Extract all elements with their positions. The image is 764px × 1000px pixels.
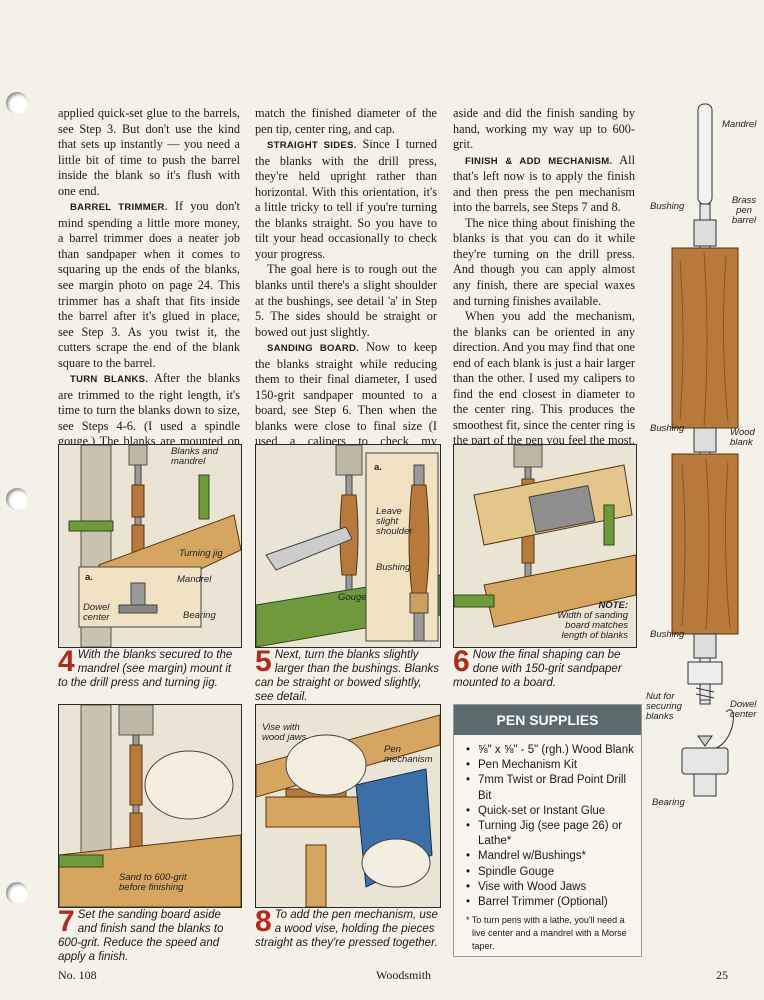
- supply-item: Spindle Gouge: [466, 865, 641, 880]
- pen-supplies-title: PEN SUPPLIES: [454, 705, 641, 735]
- supply-item: Quick-set or Instant Glue: [466, 804, 641, 819]
- supply-item: 7mm Twist or Brad Point Drill Bit: [466, 773, 641, 803]
- supply-item: Turning Jig (see page 26) or Lathe*: [466, 819, 641, 849]
- caption-text: Next, turn the blanks slightly larger th…: [255, 649, 439, 703]
- step-number: 6: [453, 645, 470, 678]
- label-turning-jig: Turning jig: [179, 548, 223, 559]
- label-blanks-mandrel: Blanks and mandrel: [171, 446, 219, 467]
- label-leave-shoulder: Leave slight shoulder: [376, 506, 413, 537]
- paragraph: aside and did the finish sanding by hand…: [453, 106, 635, 152]
- pen-supplies-box: PEN SUPPLIES ⅝" x ⅝" - 5" (rgh.) Wood Bl…: [453, 704, 642, 957]
- label-bushing-bottom: Bushing: [650, 629, 685, 640]
- step-number: 4: [58, 645, 75, 678]
- paragraph-text: If you don't mind spending a little more…: [58, 199, 240, 370]
- label-bushing: Bushing: [376, 562, 411, 573]
- step-number: 7: [58, 905, 75, 938]
- margin-mandrel-illustration: Mandrel Bushing Brass pen barrel Bushing…: [646, 100, 764, 820]
- paragraph: match the finished diameter of the pen t…: [255, 106, 437, 136]
- label-detail-a: a.: [374, 462, 382, 473]
- paragraph: When you add the mechanism, the blanks c…: [453, 309, 635, 465]
- label-bushing-top: Bushing: [650, 201, 685, 212]
- paragraph: applied quick-set glue to the barrels, s…: [58, 106, 240, 198]
- note-title: NOTE:: [598, 600, 628, 611]
- step-5-drawing: [256, 445, 440, 647]
- caption-text: Now the final shaping can be done with 1…: [453, 649, 622, 689]
- run-in-head: BARREL TRIMMER.: [70, 202, 168, 214]
- run-in-head: TURN BLANKS.: [70, 374, 149, 386]
- step-8-illustration: Vise with wood jaws Pen mechanism: [255, 704, 441, 908]
- paragraph-text: All that's left now is to apply the fini…: [453, 152, 635, 215]
- run-in-head: SANDING BOARD.: [267, 343, 360, 355]
- step-6-illustration: NOTE: Width of sanding board matches len…: [453, 444, 637, 648]
- run-in-head: STRAIGHT SIDES.: [267, 140, 357, 152]
- supply-item: Vise with Wood Jaws: [466, 880, 641, 895]
- step-4-drawing: [59, 445, 241, 647]
- label-mandrel: Mandrel: [722, 119, 757, 130]
- binder-hole-bottom: [6, 882, 28, 904]
- issue-number: No. 108: [58, 968, 97, 982]
- magazine-name: Woodsmith: [376, 968, 432, 982]
- label-pen-mechanism: Pen mechanism: [384, 744, 433, 765]
- caption-text: With the blanks secured to the mandrel (…: [58, 649, 233, 689]
- supply-item: Barrel Trimmer (Optional): [466, 895, 641, 910]
- step-7-drawing: [59, 705, 241, 907]
- label-nut: Nut for securing blanks: [646, 691, 682, 722]
- label-dowel-center: Dowel center: [83, 602, 110, 623]
- step-number: 8: [255, 905, 272, 938]
- caption-text: To add the pen mechanism, use a wood vis…: [255, 909, 438, 949]
- label-mandrel: Mandrel: [177, 574, 212, 585]
- supplies-footnote: * To turn pens with a lathe, you'll need…: [466, 915, 627, 952]
- step-5-illustration: a. Leave slight shoulder Bushing Gouge: [255, 444, 441, 648]
- step-number: 5: [255, 645, 272, 678]
- label-wood-blank: Wood blank: [730, 427, 755, 448]
- paragraph: The nice thing about finishing the blank…: [453, 215, 635, 308]
- binder-hole-middle: [6, 488, 28, 510]
- label-detail-a: a.: [85, 572, 93, 583]
- binder-hole-top: [6, 92, 28, 114]
- step-4-illustration: Blanks and mandrel Turning jig a. Mandre…: [58, 444, 242, 648]
- text-column-1: applied quick-set glue to the barrels, s…: [58, 106, 240, 481]
- text-column-2: match the finished diameter of the pen t…: [255, 106, 437, 466]
- text-column-3: aside and did the finish sanding by hand…: [453, 106, 635, 466]
- paragraph-text: Since I turned the blanks with the drill…: [255, 137, 438, 261]
- step-7-illustration: Sand to 600-grit before finishing: [58, 704, 242, 908]
- note-text: Width of sanding board matches length of…: [557, 610, 628, 641]
- step-6-drawing: [454, 445, 636, 647]
- run-in-head: FINISH & ADD MECHANISM.: [465, 155, 613, 167]
- supply-item: Mandrel w/Bushings*: [466, 849, 641, 864]
- supply-item: ⅝" x ⅝" - 5" (rgh.) Wood Blank: [466, 743, 641, 758]
- label-bearing: Bearing: [183, 610, 216, 621]
- caption-text: Set the sanding board aside and finish s…: [58, 909, 224, 963]
- label-gouge: Gouge: [338, 592, 367, 603]
- label-bushing-middle: Bushing: [650, 423, 685, 434]
- paragraph: BARREL TRIMMER. If you don't mind spendi…: [58, 199, 240, 371]
- mandrel-drawing: [671, 103, 739, 797]
- label-dowel-center: Dowel center: [730, 699, 757, 720]
- paragraph: STRAIGHT SIDES. Since I turned the blank…: [255, 137, 437, 262]
- paragraph: FINISH & ADD MECHANISM. All that's left …: [453, 153, 635, 216]
- label-brass-barrel: Brass pen barrel: [731, 195, 757, 226]
- pen-supplies-list: ⅝" x ⅝" - 5" (rgh.) Wood Blank Pen Mecha…: [454, 743, 641, 910]
- page-number: 25: [716, 968, 728, 982]
- label-sand-600: Sand to 600-grit before finishing: [119, 872, 187, 893]
- label-vise-jaws: Vise with wood jaws: [262, 722, 307, 743]
- step-8-drawing: [256, 705, 440, 907]
- supply-item: Pen Mechanism Kit: [466, 758, 641, 773]
- paragraph: The goal here is to rough out the blanks…: [255, 262, 437, 339]
- paragraph-text: When you add the mechanism, the blanks c…: [453, 309, 635, 448]
- label-bearing: Bearing: [652, 797, 685, 808]
